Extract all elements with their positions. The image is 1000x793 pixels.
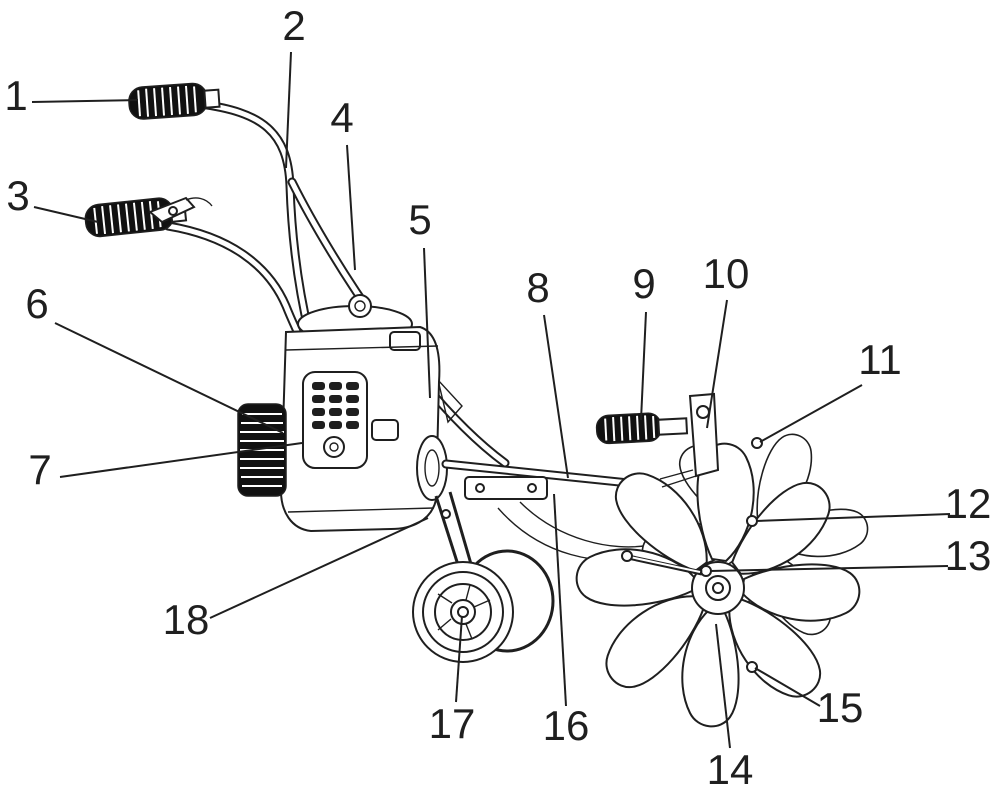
- label-18: 18: [163, 596, 210, 643]
- label-7: 7: [28, 446, 51, 493]
- engine-grille: [302, 371, 368, 469]
- leader-line-9: [640, 311, 647, 421]
- leader-line-7: [59, 442, 303, 478]
- label-6: 6: [25, 280, 48, 327]
- blade-bolt: [746, 515, 758, 527]
- aux-handle-grip: [595, 412, 689, 445]
- leader-line-17: [455, 615, 463, 703]
- label-12: 12: [945, 480, 992, 527]
- label-16: 16: [543, 702, 590, 749]
- leader-line-18: [209, 517, 429, 619]
- leader-line-14: [715, 623, 731, 749]
- leader-line-16: [553, 493, 567, 707]
- label-10: 10: [703, 250, 750, 297]
- label-11: 11: [858, 336, 902, 383]
- leader-line-15: [754, 667, 821, 707]
- label-4: 4: [330, 94, 353, 141]
- label-13: 13: [945, 532, 992, 579]
- throttle-lever: [148, 196, 213, 224]
- label-1: 1: [4, 72, 27, 119]
- label-3: 3: [6, 172, 29, 219]
- label-17: 17: [429, 700, 476, 747]
- leader-line-8: [543, 314, 569, 479]
- leader-line-4: [346, 144, 356, 271]
- upper-handle-grip: [128, 82, 221, 120]
- clutch-housing: [416, 435, 448, 501]
- label-14: 14: [707, 746, 754, 793]
- leader-line-6: [54, 322, 284, 434]
- wheel-assembly: [412, 491, 555, 663]
- label-2: 2: [282, 2, 305, 49]
- callout-labels: 1 2 3 4 5 6 7 8 9 10 11 12 13 14 15 16 1…: [4, 2, 991, 793]
- front-wheel: [412, 561, 514, 663]
- starter-drum: [237, 403, 287, 497]
- tine-bracket: [659, 392, 720, 488]
- blade-bolt: [700, 565, 712, 577]
- shaft-bracket: [464, 476, 548, 500]
- leader-line-10: [706, 299, 728, 429]
- engine-assembly: [237, 294, 448, 533]
- leader-line-12: [755, 513, 951, 522]
- leader-lines: [31, 51, 951, 749]
- leader-line-13: [709, 565, 949, 572]
- label-15: 15: [817, 684, 864, 731]
- depth-rod: [621, 550, 703, 576]
- label-8: 8: [526, 264, 549, 311]
- tine-assembly: [575, 392, 869, 728]
- label-5: 5: [408, 196, 431, 243]
- wheel-strut: [434, 495, 461, 569]
- label-9: 9: [632, 260, 655, 307]
- leader-line-3: [33, 206, 99, 223]
- blade-bolt: [746, 661, 758, 673]
- leader-line-11: [759, 384, 863, 443]
- leader-line-5: [423, 247, 431, 399]
- fuel-cap: [348, 294, 372, 318]
- leader-line-2: [285, 51, 292, 169]
- leader-line-1: [31, 99, 139, 103]
- front-tine-rotor: [575, 442, 861, 728]
- blade-bolt: [751, 437, 763, 449]
